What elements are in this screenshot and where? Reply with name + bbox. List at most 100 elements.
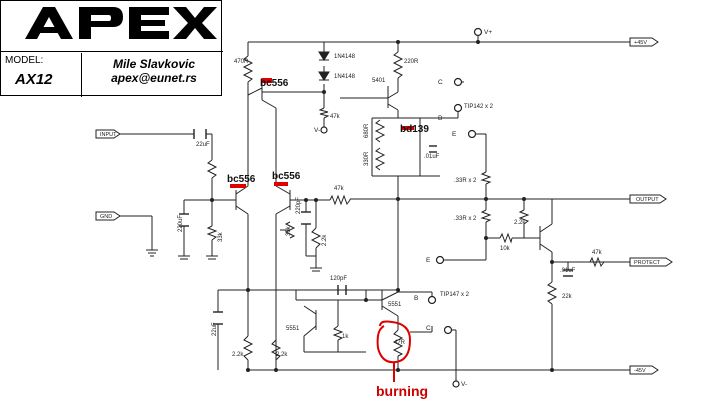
- author-block: Mile Slavkovic apex@eunet.rs: [85, 57, 223, 85]
- burning-circle: [376, 320, 412, 364]
- ground-fb: [310, 267, 322, 272]
- node-vminus-label: V-: [461, 381, 467, 388]
- label-r22k-b2: 2.2k: [276, 352, 288, 358]
- label-r22k-b1: 2.2k: [232, 352, 244, 358]
- title-divider-v: [81, 53, 82, 97]
- capacitors: [179, 129, 573, 325]
- bc556-top-highlight: [262, 78, 272, 83]
- annotations: bc556 bd139 bc556 bc556 burning: [227, 78, 429, 399]
- terminal-C-bot: [443, 325, 453, 335]
- label-t5551-top: 5551: [388, 302, 402, 308]
- node-C-bot-label: C: [426, 325, 431, 332]
- terminal-vminus-top: [320, 126, 328, 134]
- label-c22u-b: 22uF: [212, 322, 218, 336]
- r33k-resistor: [206, 225, 218, 241]
- label-r47k-fb: 47k: [334, 186, 345, 192]
- annotation-bd139: bd139: [400, 124, 429, 135]
- label-d1: 1N4148: [334, 54, 356, 60]
- label-c01-right: .01uF: [560, 268, 576, 274]
- node-labels: V+ V- C B E E B C V-: [314, 29, 492, 388]
- annotation-bc556-right: bc556: [272, 171, 301, 182]
- title-divider-h: [1, 51, 223, 52]
- label-r47r: 47R: [394, 340, 406, 346]
- component-labels: 470R 1N4148 1N4148 220R 5401 47k 22uF TI…: [178, 54, 603, 358]
- label-c22u: 22uF: [196, 142, 210, 148]
- author-email: apex@eunet.rs: [111, 71, 197, 85]
- port-vplus-rail: [629, 37, 659, 47]
- label-r470: 470R: [234, 59, 249, 65]
- label-c220p: 220pF: [296, 197, 302, 214]
- label-r33b: .33R x 2: [454, 216, 477, 222]
- ground-input: [206, 255, 218, 260]
- terminal-E-mid: [435, 255, 445, 265]
- author-name: Mile Slavkovic: [112, 57, 196, 71]
- c01-top-capacitor: [429, 145, 437, 153]
- ground-gnd: [146, 249, 158, 257]
- port-gnd-label: GND: [100, 214, 112, 220]
- c120p-capacitor: [337, 285, 347, 295]
- port-vminus-rail: [629, 365, 659, 375]
- resistors: [206, 51, 605, 370]
- title-block: MODEL: AX12 Mile Slavkovic apex@eunet.rs: [0, 0, 223, 97]
- c22u-b-capacitor: [213, 311, 223, 325]
- label-r1k: 1k: [342, 334, 349, 340]
- terminal-B-top: [453, 103, 463, 113]
- terminal-vplus: [473, 27, 483, 37]
- apex-logo: [5, 3, 217, 43]
- label-r47k-protect: 47k: [592, 250, 603, 256]
- r47r-resistor: [392, 329, 404, 357]
- node-C-top-label: C: [438, 79, 443, 86]
- label-r33k-b: 33k: [218, 231, 224, 242]
- label-tip147: TIP147 x 2: [440, 292, 470, 298]
- r47k-top-resistor: [318, 107, 330, 119]
- r-input-resistor: [206, 159, 218, 179]
- label-t5401: 5401: [372, 78, 386, 84]
- label-d2: 1N4148: [334, 74, 356, 80]
- d2-diode: [318, 71, 330, 81]
- r33b-resistor: [480, 209, 492, 223]
- port-vplus-label: +45V: [634, 40, 647, 46]
- node-B-top-label: B: [438, 115, 442, 122]
- port-gnd: [95, 211, 121, 221]
- label-r220: 220R: [404, 59, 419, 65]
- r22k-fb-resistor: [310, 227, 322, 249]
- label-r22k-far: 22k: [562, 294, 573, 300]
- c22u-capacitor: [193, 129, 207, 139]
- terminal-vminus-bot: [452, 380, 460, 388]
- node-vplus-label: V+: [484, 29, 492, 36]
- label-r47k-top: 47k: [330, 114, 341, 120]
- port-input-label: INPUT: [100, 132, 117, 138]
- label-c220u: 220uF: [178, 215, 184, 232]
- node-E-top-label: E: [452, 131, 457, 138]
- ground-220u: [178, 255, 190, 260]
- r220-resistor: [392, 51, 404, 79]
- apex-logo-graphic: [25, 7, 217, 39]
- r1k-resistor: [332, 325, 344, 341]
- annotation-bc556-top: bc556: [260, 78, 289, 89]
- port-protect: [629, 257, 673, 267]
- r47k-fb-resistor: [329, 194, 351, 206]
- bc556-left-highlight: [230, 184, 246, 188]
- bc556-right-highlight: [274, 182, 288, 186]
- port-protect-label: PROTECT: [634, 260, 661, 266]
- terminal-B-bot: [427, 295, 437, 305]
- label-t5551-left: 5551: [286, 326, 300, 332]
- r680-resistor: [374, 119, 386, 143]
- r33a-resistor: [480, 171, 492, 185]
- r22k-right-resistor: [518, 209, 530, 225]
- diodes: [318, 51, 330, 81]
- annotation-bc556-left: bc556: [227, 174, 256, 185]
- bd139-highlight: [402, 126, 414, 130]
- label-r33k: 33k: [286, 225, 292, 236]
- label-r33a: .33R x 2: [454, 178, 477, 184]
- port-output-label: OUTPUT: [636, 197, 659, 203]
- model-label: MODEL:: [5, 55, 44, 66]
- d1-diode: [318, 51, 330, 61]
- wires: [120, 36, 630, 382]
- r22k-b2-resistor: [270, 339, 282, 361]
- label-c01-top: .01uF: [424, 154, 440, 160]
- label-r22k-right: 2.2k: [514, 220, 526, 226]
- r470-resistor: [242, 55, 254, 83]
